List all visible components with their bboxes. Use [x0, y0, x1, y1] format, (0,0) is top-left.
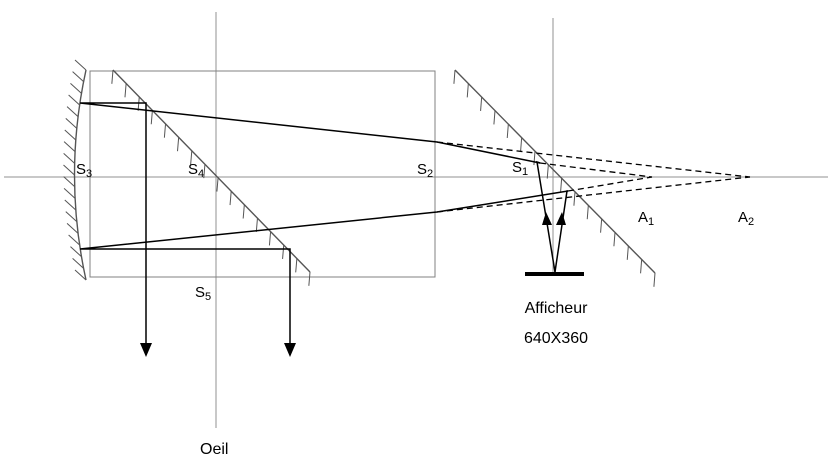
hatch-mark: [70, 246, 82, 258]
hatch-mark: [163, 123, 167, 138]
label-a2: A2: [738, 209, 754, 228]
hatch-mark: [480, 97, 483, 111]
hatch-mark: [613, 232, 616, 247]
label-s4: S4: [188, 161, 204, 180]
hatch-mark: [150, 110, 153, 125]
hatch-mark: [546, 164, 549, 179]
concave-mirror-s3: [73, 69, 87, 281]
hatch-mark: [72, 257, 84, 269]
concave-mirror-hatching: [63, 59, 87, 281]
label-a1: A1: [638, 209, 654, 228]
hatch-mark: [124, 83, 127, 98]
virtual-rays: [436, 141, 751, 213]
hatch-mark: [65, 117, 78, 129]
hatch-mark: [242, 204, 245, 219]
fold-mirror-hatching: [453, 69, 656, 287]
ray-bottom-path: [79, 190, 569, 355]
hatch-mark: [63, 176, 75, 188]
label-s1: S1: [512, 159, 528, 178]
hatch-mark: [255, 218, 258, 233]
fold-mirror-s1: [454, 69, 656, 274]
hatch-mark: [68, 94, 80, 106]
hatch-mark: [177, 137, 180, 152]
eye-arrow-left: [140, 343, 152, 357]
display-arrow-left: [542, 212, 552, 225]
hatch-mark: [640, 259, 643, 274]
hatch-mark: [229, 191, 232, 206]
splitter-mirror-hatching: [111, 69, 311, 286]
hatch-mark: [466, 83, 469, 98]
hatch-mark: [63, 187, 76, 199]
hatch-mark: [560, 178, 563, 193]
display-arrow-right: [556, 212, 566, 225]
hatch-mark: [653, 272, 656, 287]
hatch-mark: [573, 191, 576, 206]
hatch-mark: [65, 211, 78, 223]
hatch-mark: [63, 164, 75, 176]
hatch-mark: [216, 177, 219, 192]
hatch-mark: [308, 271, 311, 286]
hatch-mark: [533, 151, 536, 166]
label-display-name: Afficheur: [525, 300, 589, 317]
label-eye: Oeil: [200, 441, 228, 458]
ray-top-path: [79, 102, 541, 355]
hatch-mark: [64, 199, 77, 211]
hatch-mark: [63, 141, 76, 153]
hatch-mark: [74, 269, 87, 281]
hatch-mark: [626, 245, 629, 260]
hatch-mark: [63, 152, 75, 164]
label-s2: S2: [417, 161, 433, 180]
display-ray-right: [554, 190, 568, 273]
hatch-mark: [190, 150, 193, 165]
hatch-mark: [68, 234, 80, 246]
hatch-mark: [586, 205, 589, 220]
display-ray-left: [536, 160, 556, 273]
hatch-mark: [66, 106, 79, 118]
splitter-mirror-s4: [112, 69, 311, 273]
hatch-mark: [295, 258, 298, 273]
hatch-mark: [493, 110, 496, 125]
hatch-mark: [453, 69, 456, 84]
hatch-mark: [506, 124, 509, 139]
hatch-mark: [74, 59, 87, 71]
hatch-mark: [203, 164, 206, 179]
hatch-mark: [64, 129, 77, 141]
label-s3: S3: [76, 161, 92, 180]
label-s5: S5: [195, 284, 211, 303]
hatch-mark: [111, 69, 114, 84]
hatch-mark: [72, 71, 84, 83]
hatch-mark: [70, 82, 82, 94]
hatch-mark: [137, 96, 140, 111]
housing-frame: [89, 70, 436, 278]
hatch-mark: [66, 222, 79, 234]
hatch-mark: [268, 231, 272, 246]
hatch-mark: [282, 245, 285, 259]
label-display-resolution: 640X360: [524, 330, 588, 347]
eye-arrow-right: [284, 343, 296, 357]
hatch-mark: [600, 218, 603, 233]
hatch-mark: [520, 137, 523, 152]
